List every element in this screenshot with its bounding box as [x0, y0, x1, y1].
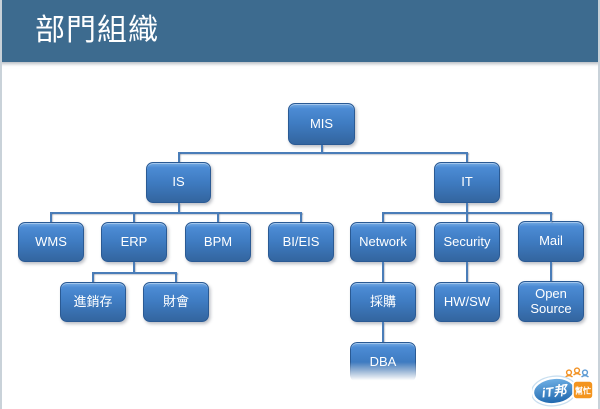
connector-line — [92, 272, 94, 282]
connector-line — [178, 152, 468, 154]
page-title: 部門組織 — [35, 14, 159, 47]
org-node-dba: DBA — [350, 342, 416, 382]
connector-line — [178, 152, 180, 162]
connector-line — [382, 262, 384, 282]
connector-line — [550, 212, 552, 222]
org-node-network: Network — [350, 222, 416, 262]
connector-line — [382, 212, 384, 222]
connector-line — [92, 272, 177, 274]
org-node-mail: Mail — [518, 221, 584, 262]
connector-line — [50, 212, 302, 214]
logo-badge: 幫忙 — [572, 380, 594, 400]
logo-badge-text: 幫忙 — [575, 386, 591, 396]
org-node-mis: MIS — [288, 103, 355, 145]
connector-line — [175, 272, 177, 282]
org-node-opensource: Open Source — [518, 281, 584, 322]
org-node-hwsw: HW/SW — [434, 282, 500, 322]
connector-line — [382, 322, 384, 342]
logo-oval: iT邦 — [532, 375, 578, 407]
logo-oval-text: iT邦 — [541, 382, 570, 400]
ithelp-logo-icon: iT邦 幫忙 — [532, 367, 594, 407]
org-node-it: IT — [434, 162, 500, 203]
connector-line — [321, 145, 323, 152]
org-node-erp: ERP — [101, 222, 167, 262]
org-node-is: IS — [146, 162, 211, 203]
logo-people-icon — [565, 367, 589, 378]
org-node-inv: 進銷存 — [60, 282, 126, 322]
connector-line — [133, 212, 135, 222]
connector-line — [50, 212, 52, 222]
slide-left-border — [0, 0, 2, 409]
connector-line — [178, 203, 180, 212]
connector-line — [466, 212, 468, 222]
org-node-bpm: BPM — [185, 222, 251, 262]
org-node-purchase: 採購 — [350, 282, 416, 322]
connector-line — [466, 203, 468, 212]
org-node-security: Security — [434, 222, 500, 262]
slide-right-border — [598, 0, 600, 409]
connector-line — [550, 262, 552, 281]
connector-line — [466, 152, 468, 162]
connector-line — [217, 212, 219, 222]
connector-line — [300, 212, 302, 222]
connector-line — [466, 262, 468, 282]
org-node-fin: 財會 — [143, 282, 209, 322]
org-node-wms: WMS — [18, 222, 84, 262]
connector-line — [133, 262, 135, 272]
slide-title-bar: 部門組織 — [0, 0, 600, 62]
org-node-bieis: BI/EIS — [268, 222, 334, 262]
